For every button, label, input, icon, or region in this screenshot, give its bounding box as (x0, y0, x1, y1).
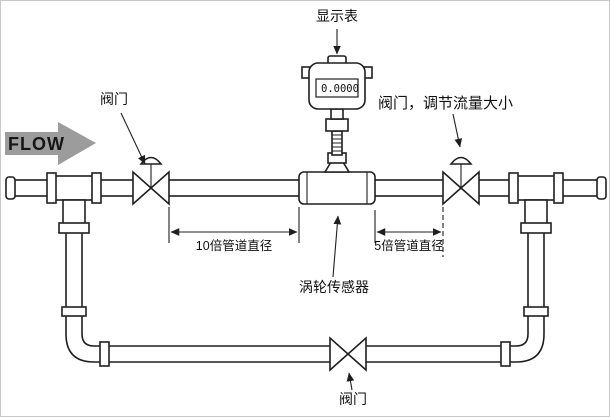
flowmeter-body (298, 161, 376, 205)
sensor-arrow (332, 215, 342, 278)
bottom-valve-arrow (346, 372, 355, 391)
sensor-label: 涡轮传感器 (299, 279, 369, 295)
thread-hatching (332, 134, 342, 152)
left-tee (46, 172, 102, 234)
flow-direction-arrow (5, 122, 96, 165)
upstream-dimension-label: 10倍管道直径 (196, 238, 272, 253)
elbow-collar-left-vertical (61, 306, 87, 317)
elbow-collar-right-horizontal (500, 341, 511, 367)
left-valve-label: 阀门 (100, 91, 128, 107)
bypass-loop-pipe (65, 230, 545, 363)
right-valve-arrow (452, 113, 463, 148)
transmitter-head: 0.0000 (301, 55, 373, 110)
meter-display (315, 78, 359, 98)
transmitter-stem (325, 108, 349, 164)
right-valve-handle (449, 156, 473, 165)
right-valve-label: 阀门，调节流量大小 (378, 95, 513, 112)
display-reading: 0.0000 (321, 83, 359, 95)
left-valve-arrow (120, 112, 146, 165)
elbow-collar-right-vertical (523, 306, 549, 317)
right-tee (508, 172, 564, 234)
elbow-collar-left-horizontal (99, 341, 110, 367)
downstream-dimension-label: 5倍管道直径 (374, 238, 443, 253)
pipe-end-cap-right (596, 176, 607, 200)
flow-label: FLOW (8, 134, 65, 154)
left-valve (132, 156, 170, 206)
bottom-valve (329, 336, 367, 372)
display-meter-label: 显示表 (316, 8, 358, 24)
bottom-valve-label: 阀门 (339, 391, 367, 407)
pipe-end-cap-left (5, 176, 16, 200)
right-valve (442, 156, 480, 206)
